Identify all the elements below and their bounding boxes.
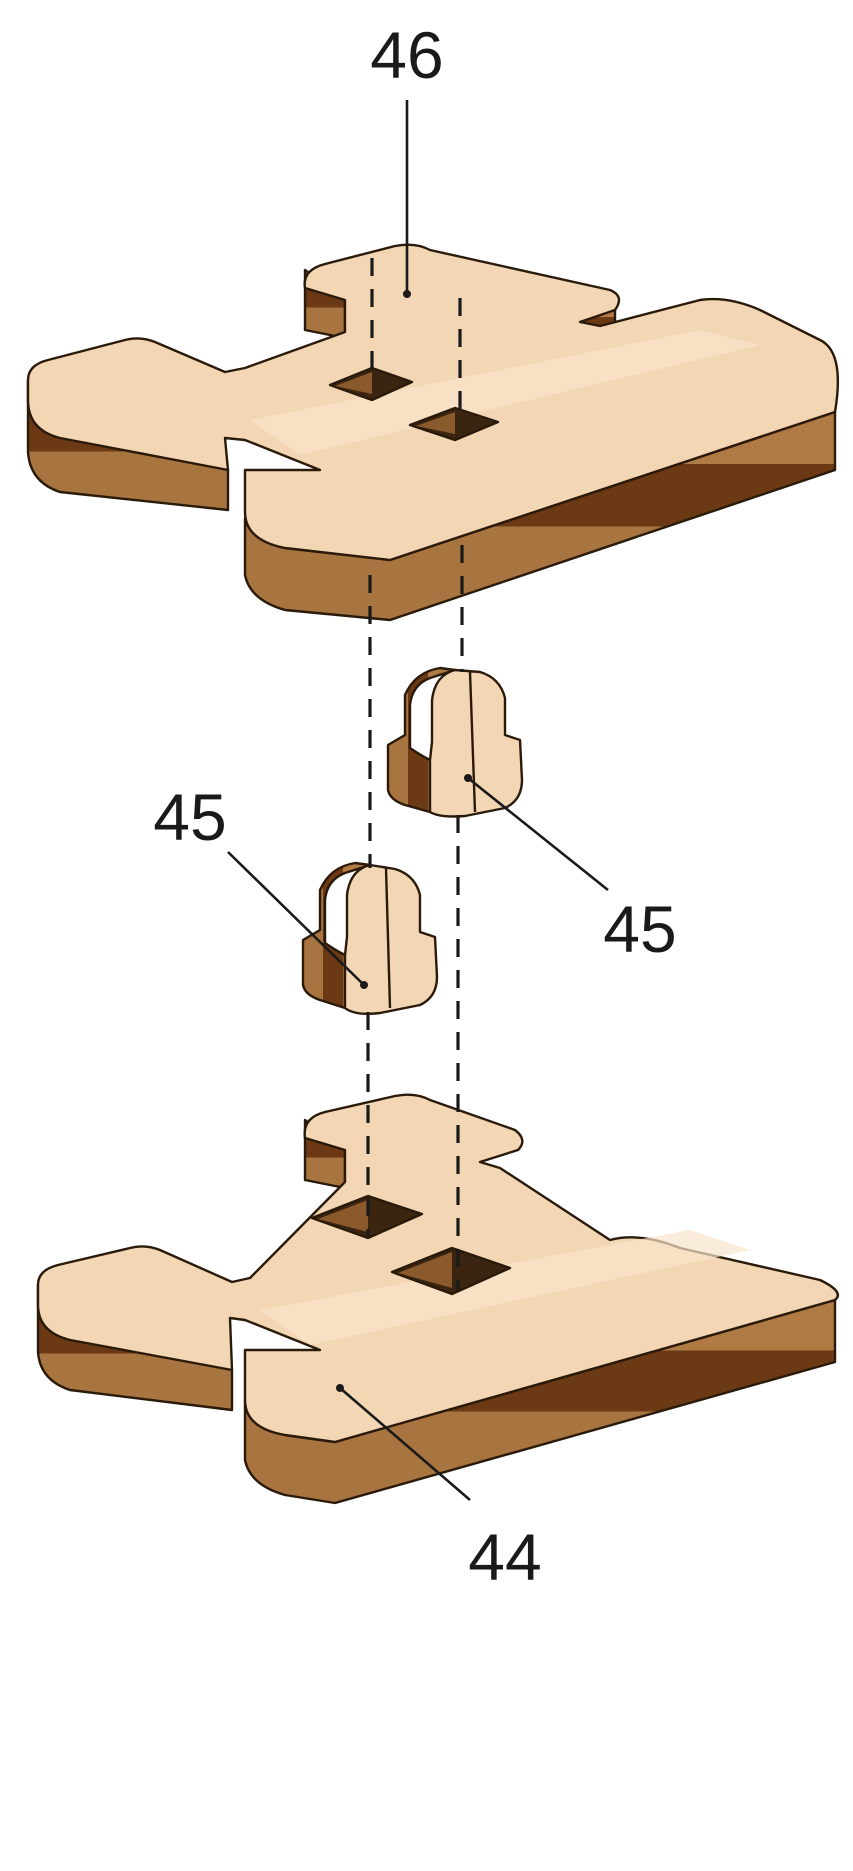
top-plate-hole-left-inner: [335, 372, 372, 394]
peg-left-face: [343, 863, 439, 1016]
alignment-lines: [366, 258, 464, 1290]
bottom-plate: [36, 1093, 840, 1505]
peg-upper-face: [428, 668, 524, 818]
top-plate-hole-right-inner: [416, 412, 455, 434]
label-44: 44: [468, 1520, 541, 1594]
callout-46: 46: [370, 18, 444, 298]
peg-left: [301, 861, 439, 1016]
bottom-plate-hole-left-inner: [318, 1200, 368, 1232]
bottom-plate-grain: [260, 1230, 750, 1345]
label-45-upper: 45: [603, 892, 676, 966]
top-plate: [26, 243, 840, 622]
label-45-left: 45: [153, 780, 226, 854]
callout-44: 44: [336, 1384, 542, 1594]
peg-left-side: [301, 861, 372, 1010]
label-46: 46: [370, 18, 443, 92]
callout-45-left: 45: [153, 780, 368, 989]
callout-45-upper: 45: [464, 774, 677, 966]
bottom-plate-hole-right-inner: [398, 1252, 452, 1288]
top-plate-grain: [250, 330, 760, 455]
peg-upper: [386, 666, 524, 818]
peg-upper-side: [386, 666, 457, 814]
